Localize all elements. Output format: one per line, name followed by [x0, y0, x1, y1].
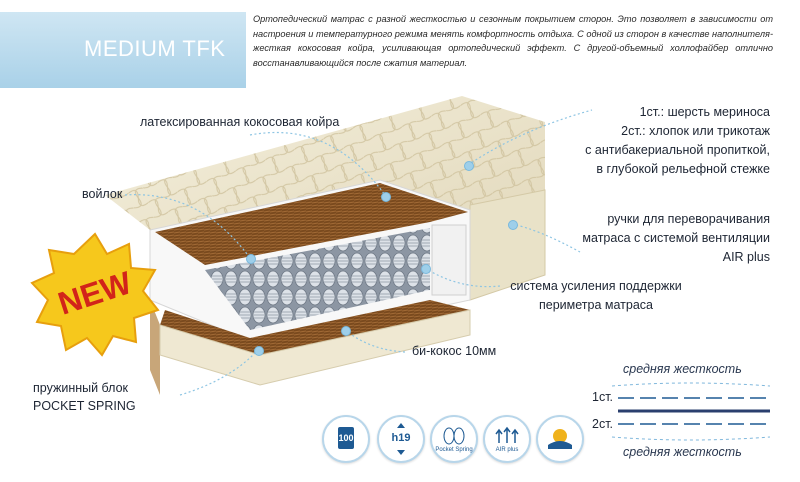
load-100kg-icon: 100	[322, 415, 370, 463]
pocket-spring-block	[205, 228, 430, 330]
callout-dot-bicoconut	[341, 326, 351, 336]
callout-felt: войлок	[82, 187, 123, 201]
callout-perimeter-line1: система усиления поддержки	[510, 279, 682, 293]
new-badge: NEW	[30, 232, 160, 357]
wool-season-icon	[536, 415, 584, 463]
stiffness-side2-label: 2ст.	[592, 417, 614, 431]
stiffness-diagram	[611, 382, 771, 441]
coir-layer-bottom	[160, 300, 470, 355]
stiffness-top-label: средняя жесткость	[623, 362, 742, 376]
callout-dot-felt	[246, 254, 256, 264]
product-title: MEDIUM TFK	[84, 36, 226, 61]
stiffness-side1-label: 1ст.	[592, 390, 614, 404]
callout-spring-block-line1: пружинный блок	[33, 381, 129, 395]
coir-layer-top	[155, 183, 468, 265]
callout-spring-block-line2: POCKET SPRING	[33, 399, 136, 413]
callout-cover-line1: 1ст.: шерсть мериноса	[639, 105, 770, 119]
callout-cover-line2: 2ст.: хлопок или трикотаж	[621, 124, 770, 138]
callout-bicoconut: би-кокос 10мм	[412, 344, 497, 358]
stiffness-bottom-label: средняя жесткость	[623, 445, 742, 459]
callout-latex-coir: латексированная кокосовая койра	[140, 115, 340, 129]
callout-dot-springs	[254, 346, 264, 356]
callout-handles-line2: матраса с системой вентиляции	[582, 231, 770, 245]
product-title-tab: MEDIUM TFK	[0, 12, 246, 88]
callout-perimeter-line2: периметра матраса	[539, 298, 653, 312]
callout-dot-handles	[508, 220, 518, 230]
pocket-spring-icon: Pocket Spring	[430, 415, 478, 463]
bicoconut-edge	[150, 300, 160, 395]
callout-handles-line3: AIR plus	[722, 250, 770, 264]
callout-dot-coir	[381, 192, 391, 202]
callout-cover-line3: с антибакериальной пропиткой,	[585, 143, 770, 157]
perimeter-foam	[431, 224, 467, 296]
callout-dot-perimeter	[421, 264, 431, 274]
callout-handles-line1: ручки для переворачивания	[607, 212, 770, 226]
callout-dot-cover	[464, 161, 474, 171]
product-description: Ортопедический матрас с разной жесткость…	[253, 14, 773, 68]
height-h19-icon: h19	[377, 415, 425, 463]
callout-cover-line4: в глубокой рельефной стежке	[596, 162, 770, 176]
air-plus-icon: AIR plus	[483, 415, 531, 463]
